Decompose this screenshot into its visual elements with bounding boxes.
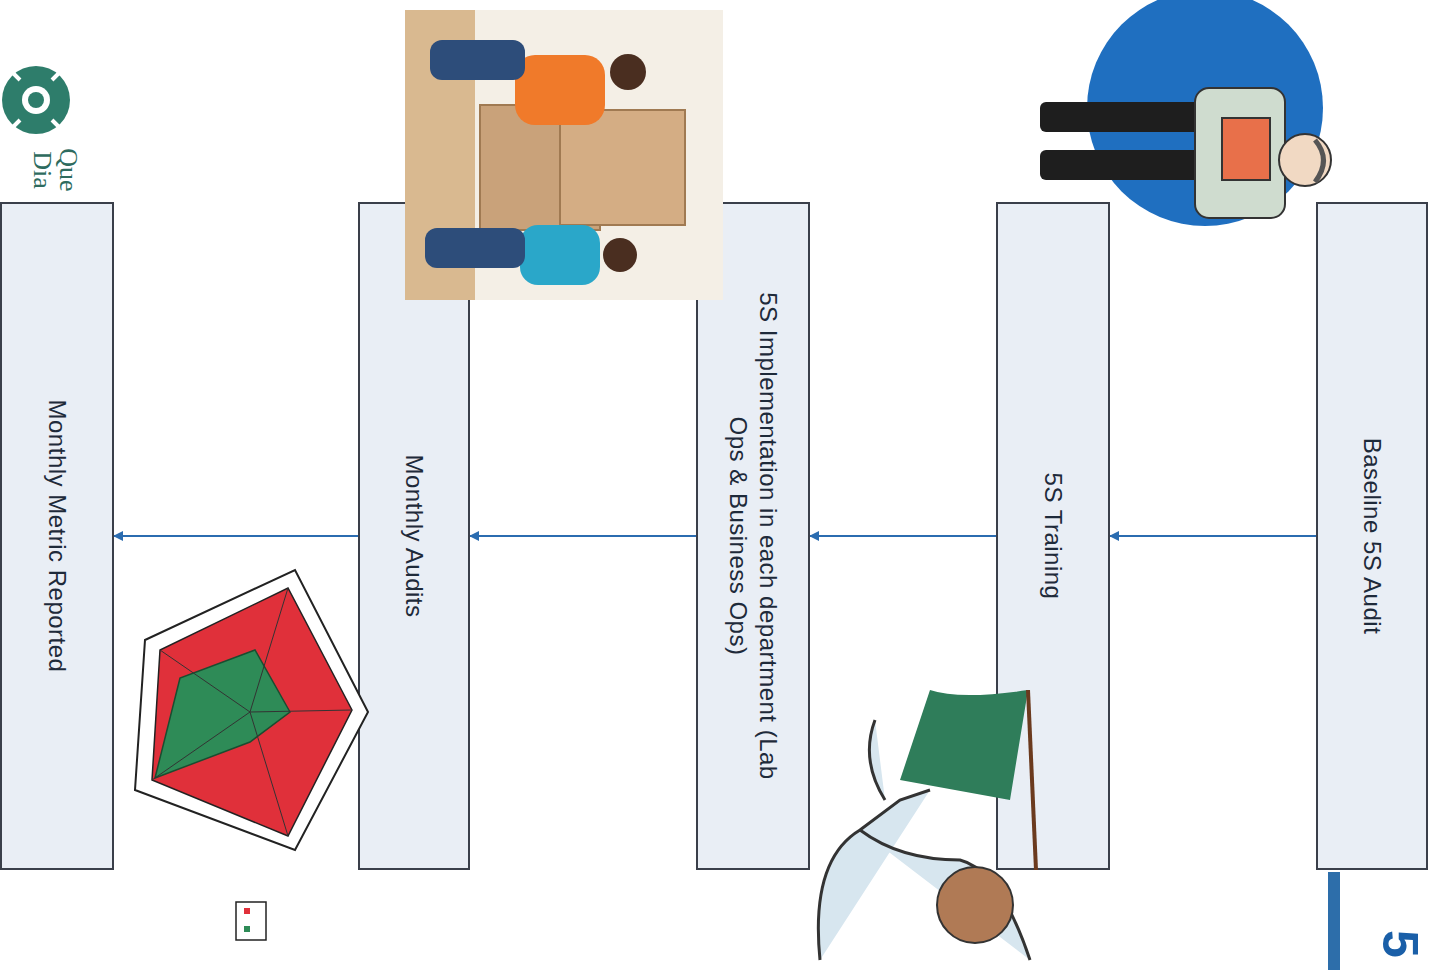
step-label: Baseline 5S Audit: [1357, 236, 1387, 836]
step-label: Monthly Audits: [399, 236, 429, 836]
logo-text: Dia: [27, 151, 57, 189]
flow-arrow: [114, 535, 358, 537]
radar-chart: [135, 570, 368, 940]
process-box: Monthly Audits: [358, 202, 470, 870]
process-box: Monthly Metric Reported: [0, 202, 114, 870]
movers-photo: [405, 10, 723, 300]
flow-arrow: [470, 535, 696, 537]
step-label: 5S Training: [1038, 236, 1068, 836]
logo-symbol: [2, 66, 70, 134]
process-box: Baseline 5S Audit: [1316, 202, 1428, 870]
logo-text: Que: [53, 148, 83, 191]
presenter-clipart: [818, 690, 1036, 960]
page-number: 5: [1371, 930, 1429, 958]
step-label: Monthly Metric Reported: [42, 236, 72, 836]
step-label: 5S Implementation in each department (La…: [723, 281, 783, 791]
process-box: 5S Implementation in each department (La…: [696, 202, 810, 870]
flow-arrow: [1110, 535, 1316, 537]
flow-arrow: [810, 535, 996, 537]
accent-bar: [1328, 872, 1340, 970]
auditor-clipart: [1040, 0, 1331, 226]
